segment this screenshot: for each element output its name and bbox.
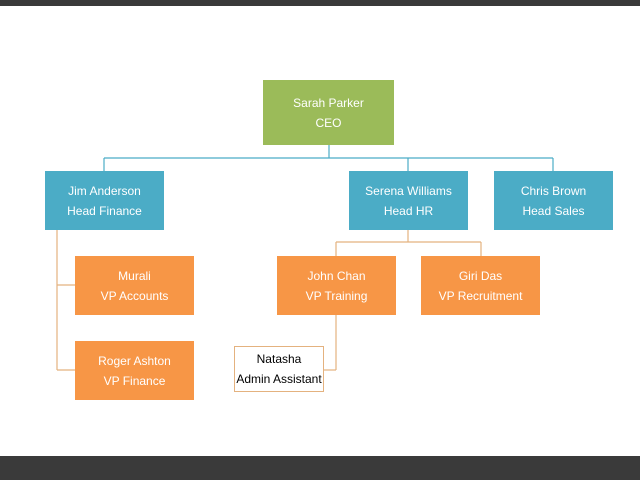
node-name: Murali [118, 268, 151, 283]
node-title: VP Recruitment [438, 288, 523, 303]
node-chris-brown[interactable]: Chris Brown Head Sales [494, 171, 613, 230]
node-title: Head Finance [67, 203, 142, 218]
ceo-connectors [103, 145, 554, 171]
node-title: VP Finance [103, 373, 166, 388]
node-john-chan[interactable]: John Chan VP Training [277, 256, 396, 315]
node-title: Head HR [383, 203, 434, 218]
node-jim-anderson[interactable]: Jim Anderson Head Finance [45, 171, 164, 230]
node-ceo[interactable]: Sarah Parker CEO [263, 80, 394, 145]
node-name: Chris Brown [520, 183, 587, 198]
node-giri-das[interactable]: Giri Das VP Recruitment [421, 256, 540, 315]
node-name: Natasha [256, 352, 302, 366]
node-natasha[interactable]: Natasha Admin Assistant [234, 346, 324, 392]
node-title: CEO [315, 115, 342, 130]
node-murali[interactable]: Murali VP Accounts [75, 256, 194, 315]
node-name: John Chan [307, 268, 366, 283]
node-name: Jim Anderson [68, 183, 141, 198]
node-title: Admin Assistant [236, 372, 322, 386]
node-serena-williams[interactable]: Serena Williams Head HR [349, 171, 468, 230]
node-roger-ashton[interactable]: Roger Ashton VP Finance [75, 341, 194, 400]
sub-connectors [56, 230, 482, 371]
node-name: Serena Williams [365, 183, 452, 198]
node-name: Roger Ashton [98, 353, 171, 368]
node-name: Giri Das [458, 268, 503, 283]
node-title: VP Accounts [100, 288, 169, 303]
top-bar [0, 0, 640, 6]
bottom-bar [0, 456, 640, 480]
node-title: Head Sales [522, 203, 585, 218]
node-name: Sarah Parker [293, 95, 364, 110]
node-title: VP Training [305, 288, 368, 303]
